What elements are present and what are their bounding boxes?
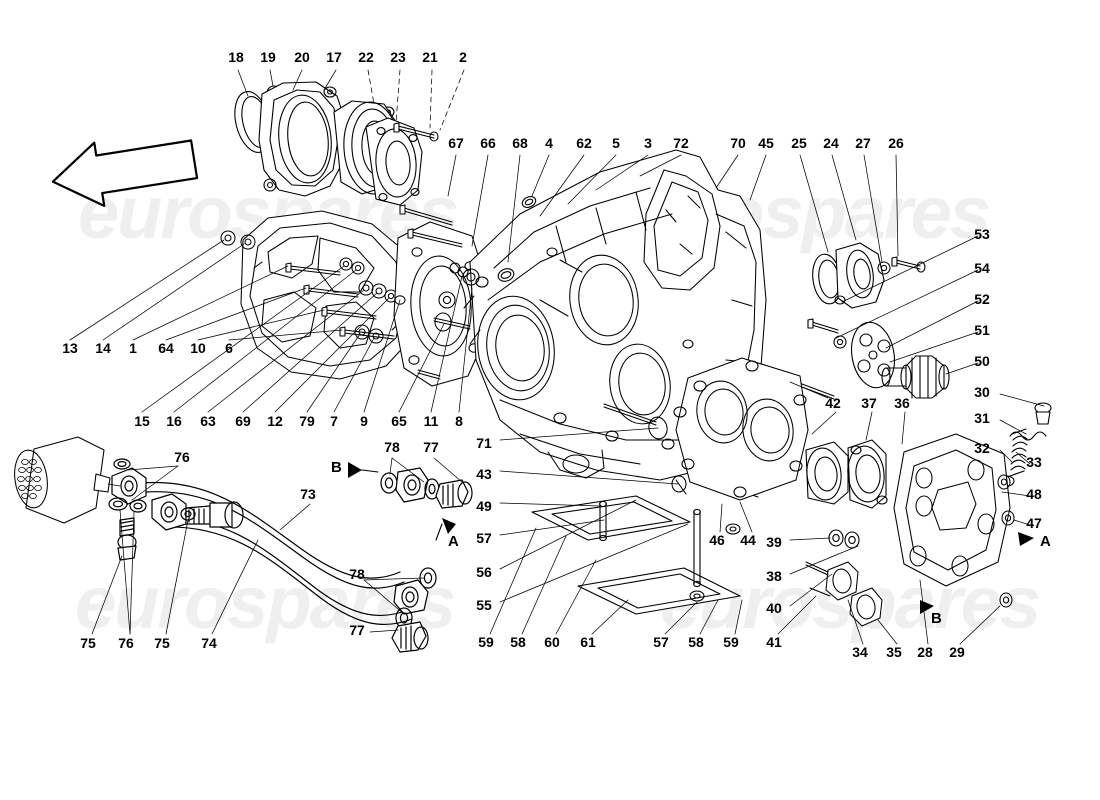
callout-70: 70 [730, 135, 746, 151]
callout-78-b: 78 [349, 566, 365, 582]
callout-48: 48 [1026, 486, 1042, 502]
callout-45: 45 [758, 135, 774, 151]
callout-58-a: 58 [510, 634, 526, 650]
callout-27: 27 [855, 135, 871, 151]
section-arrow-b-hose-label: B [331, 459, 342, 476]
callout-3: 3 [644, 135, 652, 151]
callout-60: 60 [544, 634, 560, 650]
callout-21: 21 [422, 49, 438, 65]
callout-79: 79 [299, 413, 315, 429]
callout-55: 55 [476, 597, 492, 613]
callout-73: 73 [300, 486, 316, 502]
callout-38: 38 [766, 568, 782, 584]
callout-52: 52 [974, 291, 990, 307]
callout-46: 46 [709, 532, 725, 548]
callout-7: 7 [330, 413, 338, 429]
callout-37: 37 [861, 395, 877, 411]
arrow-a-hose [442, 518, 456, 534]
callout-67: 67 [448, 135, 464, 151]
callout-50: 50 [974, 353, 990, 369]
callout-8: 8 [455, 413, 463, 429]
callout-31: 31 [974, 410, 990, 426]
callout-20: 20 [294, 49, 310, 65]
callout-66: 66 [480, 135, 496, 151]
callout-11: 11 [423, 413, 439, 429]
callout-36: 36 [894, 395, 910, 411]
callout-41: 41 [766, 634, 782, 650]
callout-15: 15 [134, 413, 150, 429]
section-arrow-a-hose-label: A [448, 533, 459, 550]
callout-1: 1 [129, 340, 137, 356]
callout-25: 25 [791, 135, 807, 151]
callout-59-b: 59 [723, 634, 739, 650]
callout-76-b: 76 [118, 635, 134, 651]
callout-6: 6 [225, 340, 233, 356]
callout-19: 19 [260, 49, 276, 65]
callout-53: 53 [974, 226, 990, 242]
callout-57-b: 57 [653, 634, 669, 650]
callout-40: 40 [766, 600, 782, 616]
callout-23: 23 [390, 49, 406, 65]
callout-72: 72 [673, 135, 689, 151]
section-arrow-b-right-label: B [931, 610, 942, 627]
callout-5: 5 [612, 135, 620, 151]
callout-28: 28 [917, 644, 933, 660]
callout-78-a: 78 [384, 439, 400, 455]
callout-34: 34 [852, 644, 868, 660]
callout-57-a: 57 [476, 530, 492, 546]
callout-49: 49 [476, 498, 492, 514]
callout-54: 54 [974, 260, 990, 276]
arrow-b-right [920, 600, 934, 614]
callout-69: 69 [235, 413, 251, 429]
callout-68: 68 [512, 135, 528, 151]
callout-77-a: 77 [423, 439, 439, 455]
callout-64: 64 [158, 340, 174, 356]
direction-arrow-glyph [51, 139, 199, 207]
callout-43: 43 [476, 466, 492, 482]
callout-24: 24 [823, 135, 839, 151]
callout-35: 35 [886, 644, 902, 660]
callout-62: 62 [576, 135, 592, 151]
callout-56: 56 [476, 564, 492, 580]
callout-51: 51 [974, 322, 990, 338]
section-arrow-a-right-label: A [1040, 533, 1051, 550]
callout-18: 18 [228, 49, 244, 65]
callout-47: 47 [1026, 515, 1042, 531]
arrow-b-hose [348, 462, 362, 478]
callout-12: 12 [267, 413, 283, 429]
callout-17: 17 [326, 49, 342, 65]
callout-59-a: 59 [478, 634, 494, 650]
callout-30: 30 [974, 384, 990, 400]
callout-71: 71 [476, 435, 492, 451]
callout-61: 61 [580, 634, 596, 650]
callout-42: 42 [825, 395, 841, 411]
callout-26: 26 [888, 135, 904, 151]
callout-65: 65 [391, 413, 407, 429]
callout-39: 39 [766, 534, 782, 550]
callout-75-b: 75 [154, 635, 170, 651]
callout-33: 33 [1026, 454, 1042, 470]
callout-77-b: 77 [349, 622, 365, 638]
callout-44: 44 [740, 532, 756, 548]
callout-22: 22 [358, 49, 374, 65]
callout-10: 10 [190, 340, 206, 356]
callout-58-b: 58 [688, 634, 704, 650]
arrow-a-right [1018, 532, 1034, 546]
callout-13: 13 [62, 340, 78, 356]
callout-4: 4 [545, 135, 553, 151]
callout-75-a: 75 [80, 635, 96, 651]
callout-16: 16 [166, 413, 182, 429]
callout-74: 74 [201, 635, 217, 651]
callout-14: 14 [95, 340, 111, 356]
callout-9: 9 [360, 413, 368, 429]
callout-63: 63 [200, 413, 216, 429]
callout-32: 32 [974, 440, 990, 456]
callout-2: 2 [459, 49, 467, 65]
callout-76-a: 76 [174, 449, 190, 465]
callout-29: 29 [949, 644, 965, 660]
